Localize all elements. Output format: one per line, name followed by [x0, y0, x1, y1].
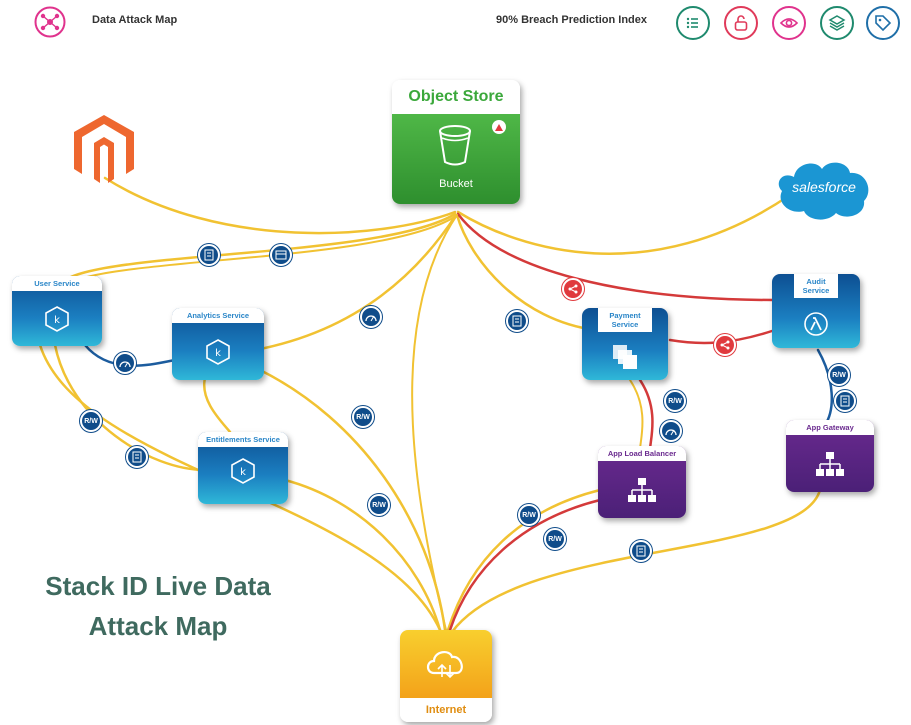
rw-connector[interactable]: R/W — [518, 504, 540, 526]
rw-connector[interactable]: R/W — [544, 528, 566, 550]
speed-connector-icon[interactable] — [660, 420, 682, 442]
analytics-service-title: Analytics Service — [172, 308, 264, 323]
speed-connector-icon[interactable] — [360, 306, 382, 328]
entitlements-service-node[interactable]: Entitlements Service k — [198, 432, 288, 504]
gateway-icon — [816, 451, 844, 476]
share-connector-icon[interactable] — [714, 334, 736, 356]
document-connector-icon[interactable] — [198, 244, 220, 266]
list-icon[interactable] — [676, 6, 710, 40]
container-stack-icon — [613, 345, 637, 369]
lambda-icon — [804, 312, 828, 336]
layers-icon[interactable] — [820, 6, 854, 40]
load-balancer-icon — [628, 477, 656, 502]
document-connector-icon[interactable] — [126, 446, 148, 468]
entitlements-service-title: Entitlements Service — [198, 432, 288, 447]
breach-prediction-index: 90% Breach Prediction Index — [496, 14, 647, 26]
user-service-title: User Service — [12, 276, 102, 291]
payment-service-title: Payment Service — [598, 308, 652, 332]
app-gateway-title: App Gateway — [786, 420, 874, 435]
internet-node[interactable]: Internet — [400, 630, 492, 722]
salesforce-logo-icon[interactable]: salesforce — [774, 155, 874, 223]
speed-connector-icon[interactable] — [114, 352, 136, 374]
headline: Stack ID Live Data Attack Map — [0, 566, 316, 646]
audit-service-title: Audit Service — [794, 274, 838, 298]
svg-text:k: k — [54, 315, 60, 326]
document-connector-icon[interactable] — [506, 310, 528, 332]
bucket-label: Bucket — [439, 178, 473, 190]
tag-icon[interactable] — [866, 6, 900, 40]
analytics-service-node[interactable]: Analytics Service k — [172, 308, 264, 380]
svg-text:k: k — [240, 467, 246, 478]
payment-service-node[interactable]: Payment Service — [582, 308, 668, 380]
alert-icon[interactable] — [492, 120, 506, 134]
headline-line-2: Attack Map — [88, 611, 228, 641]
magento-logo-icon[interactable] — [68, 113, 140, 185]
internet-label: Internet — [400, 698, 492, 722]
kubernetes-icon: k — [231, 458, 255, 484]
rw-connector[interactable]: R/W — [80, 410, 102, 432]
kubernetes-icon: k — [45, 305, 69, 332]
svg-text:k: k — [215, 348, 221, 359]
share-connector-icon[interactable] — [562, 278, 584, 300]
eye-icon[interactable] — [772, 6, 806, 40]
rw-connector[interactable]: R/W — [664, 390, 686, 412]
document-connector-icon[interactable] — [630, 540, 652, 562]
cloud-upload-icon — [426, 651, 463, 679]
bucket-icon — [439, 125, 471, 166]
kubernetes-icon: k — [206, 338, 230, 365]
unlock-icon[interactable] — [724, 6, 758, 40]
data-attack-map-logo-icon[interactable] — [34, 6, 66, 38]
app-title: Data Attack Map — [92, 14, 178, 26]
headline-line-1: Stack ID Live Data — [45, 571, 271, 601]
object-store-node[interactable]: Object Store Bucket — [392, 80, 520, 204]
user-service-node[interactable]: User Service k — [12, 276, 102, 346]
salesforce-label: salesforce — [792, 179, 856, 195]
table-connector-icon[interactable] — [270, 244, 292, 266]
rw-connector[interactable]: R/W — [368, 494, 390, 516]
rw-connector[interactable]: R/W — [828, 364, 850, 386]
app-load-balancer-title: App Load Balancer — [598, 446, 686, 461]
audit-service-node[interactable]: Audit Service — [772, 274, 860, 348]
document-connector-icon[interactable] — [834, 390, 856, 412]
rw-connector[interactable]: R/W — [352, 406, 374, 428]
app-gateway-node[interactable]: App Gateway — [786, 420, 874, 492]
app-load-balancer-node[interactable]: App Load Balancer — [598, 446, 686, 518]
object-store-title: Object Store — [392, 80, 520, 114]
